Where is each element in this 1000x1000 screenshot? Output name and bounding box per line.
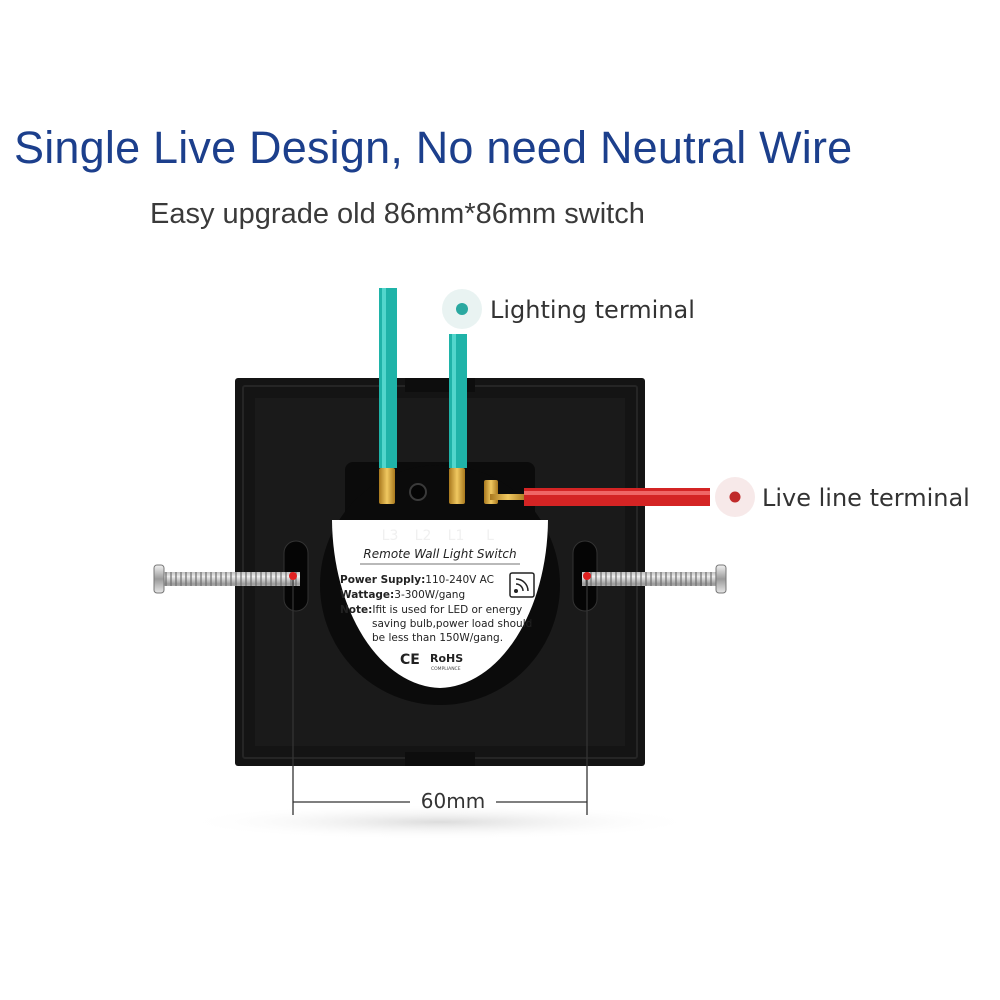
rohs-compliance: COMPLIANCE <box>431 666 461 672</box>
page-title: Single Live Design, No need Neutral Wire <box>14 122 853 173</box>
terminal-label-l1: L1 <box>448 528 465 544</box>
note-line-1: Ifit is used for LED or energy <box>372 604 522 616</box>
note-line-3: be less than 150W/gang. <box>372 632 503 644</box>
callout-lighting-terminal: Lighting terminal <box>442 289 695 329</box>
wattage-value: 3-300W/gang <box>394 589 465 601</box>
terminal-hole-l2 <box>409 483 427 501</box>
dimension-label: 60mm <box>421 789 485 813</box>
power-value: 110-240V AC <box>425 574 494 586</box>
callout-live-line-terminal: Live line terminal <box>715 477 970 517</box>
sticker-heading: Remote Wall Light Switch <box>363 547 516 561</box>
page-subtitle: Easy upgrade old 86mm*86mm switch <box>150 198 645 230</box>
terminal-label-l: L <box>486 528 494 544</box>
floor-shadow <box>180 804 700 840</box>
live-wire <box>490 488 710 506</box>
dimension-60mm: 60mm <box>292 580 588 815</box>
terminal-labels: L3 L2 L1 L <box>382 528 494 544</box>
screw-center-dot-left <box>289 572 297 580</box>
terminal-label-l3: L3 <box>382 528 399 544</box>
terminal-label-l2: L2 <box>415 528 432 544</box>
rf-signal-icon <box>509 572 535 598</box>
screw-left <box>153 564 300 594</box>
screw-center-dot-right <box>583 572 591 580</box>
brass-terminal-l <box>484 480 498 504</box>
rohs-mark: RoHS <box>430 652 463 665</box>
spec-sticker: Remote Wall Light Switch Power Supply:11… <box>332 520 548 688</box>
note-label: Note: <box>340 604 372 616</box>
wattage-label: Wattage: <box>340 589 394 601</box>
power-label: Power Supply: <box>340 574 425 586</box>
brass-terminal-l1 <box>449 468 465 504</box>
svg-text:Note:Ifit is used for LED or e: Note:Ifit is used for LED or energy <box>340 604 522 616</box>
svg-text:Wattage:3-300W/gang: Wattage:3-300W/gang <box>340 589 465 601</box>
brass-terminal-l3 <box>379 468 395 504</box>
svg-text:Power Supply:110-240V AC: Power Supply:110-240V AC <box>340 574 494 586</box>
note-line-2: saving bulb,power load should <box>372 618 532 630</box>
lighting-wires <box>379 288 467 468</box>
screw-right <box>582 564 727 594</box>
live-terminal-label: Live line terminal <box>762 484 970 512</box>
lighting-terminal-label: Lighting terminal <box>490 296 695 324</box>
ce-mark: CE <box>400 652 420 668</box>
